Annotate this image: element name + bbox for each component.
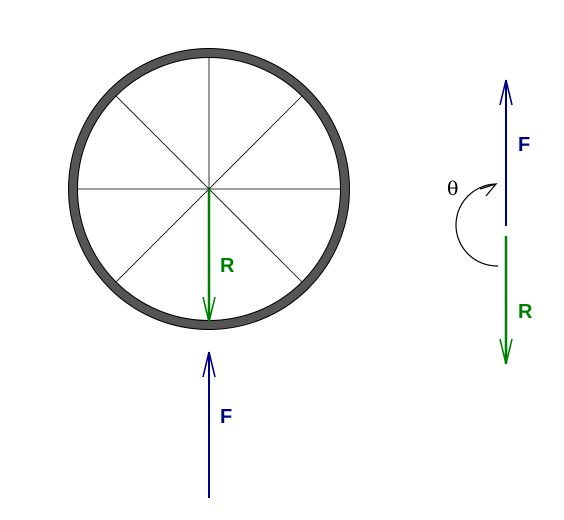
applied-force-arrow-fbd bbox=[499, 79, 513, 226]
reaction-force-arrow-fbd bbox=[499, 236, 513, 365]
applied-force-label-fbd: F bbox=[518, 134, 530, 156]
reaction-force-label-wheel: R bbox=[220, 255, 235, 277]
angle-arc bbox=[455, 182, 499, 267]
angle-label: θ bbox=[447, 178, 458, 200]
wheel-rim-outer-edge bbox=[68, 48, 350, 330]
applied-force-label-wheel: F bbox=[220, 406, 232, 428]
applied-force-arrow-wheel bbox=[202, 351, 216, 498]
reaction-force-arrow-wheel bbox=[202, 189, 216, 323]
wheel-rim bbox=[68, 48, 350, 330]
reaction-force-label-fbd: R bbox=[518, 301, 533, 323]
